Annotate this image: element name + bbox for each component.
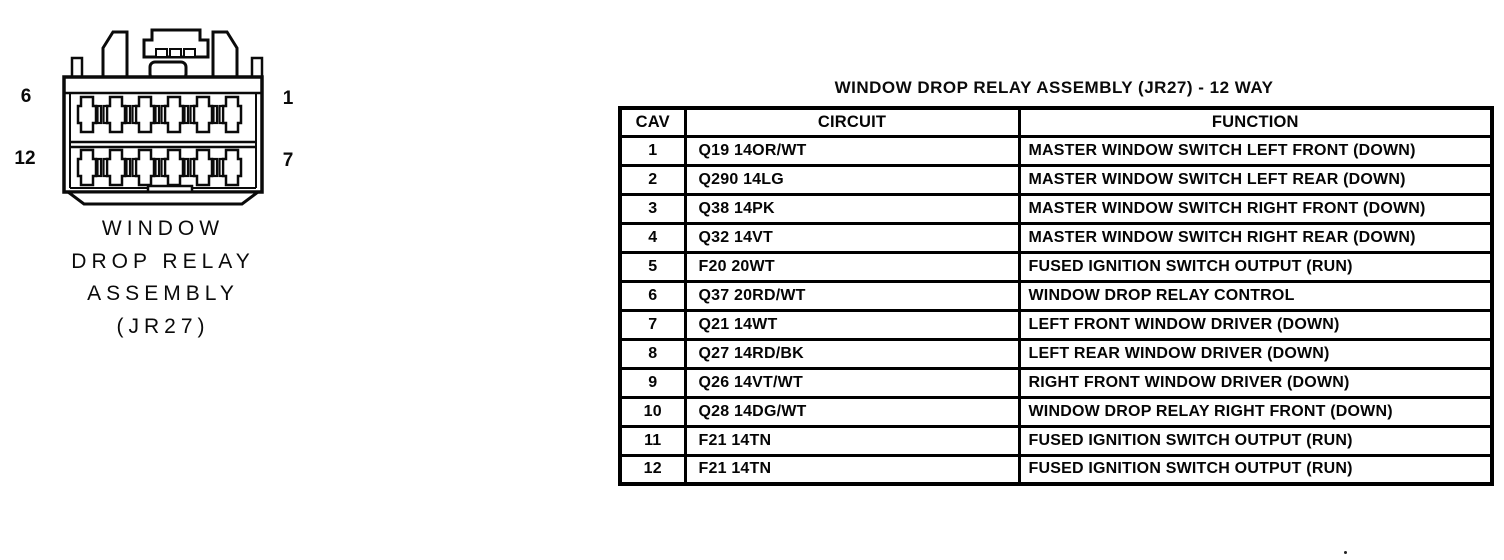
connector-caption-line: DROP RELAY xyxy=(71,249,255,273)
cav-cell: 2 xyxy=(618,163,687,196)
circuit-cell: F20 20WT xyxy=(683,250,1021,283)
cav-cell: 4 xyxy=(618,221,687,254)
circuit-cell: Q27 14RD/BK xyxy=(683,337,1021,370)
cav-cell: 1 xyxy=(618,134,687,167)
connector-caption-line: ASSEMBLY xyxy=(87,282,239,305)
circuit-cell: Q290 14LG xyxy=(683,163,1021,196)
cav-cell: 9 xyxy=(618,366,687,399)
col-header-cav: CAV xyxy=(618,106,687,138)
function-cell: MASTER WINDOW SWITCH RIGHT FRONT (DOWN) xyxy=(1017,192,1494,225)
function-cell: WINDOW DROP RELAY RIGHT FRONT (DOWN) xyxy=(1017,395,1494,428)
connector-drawing-icon xyxy=(62,28,264,206)
function-cell: LEFT FRONT WINDOW DRIVER (DOWN) xyxy=(1017,308,1494,341)
circuit-cell: Q32 14VT xyxy=(683,221,1021,254)
connector-caption: WINDOW DROP RELAY ASSEMBLY (JR27) xyxy=(48,213,278,343)
cav-cell: 10 xyxy=(618,395,687,428)
circuit-cell: Q37 20RD/WT xyxy=(683,279,1021,312)
pin-label-7: 7 xyxy=(282,150,294,171)
cav-cell: 6 xyxy=(618,279,687,312)
circuit-cell: Q38 14PK xyxy=(683,192,1021,225)
circuit-cell: Q21 14WT xyxy=(683,308,1021,341)
function-cell: WINDOW DROP RELAY CONTROL xyxy=(1017,279,1494,312)
function-cell: LEFT REAR WINDOW DRIVER (DOWN) xyxy=(1017,337,1494,370)
function-cell: FUSED IGNITION SWITCH OUTPUT (RUN) xyxy=(1017,424,1494,457)
table-title: WINDOW DROP RELAY ASSEMBLY (JR27) - 12 W… xyxy=(834,78,1274,97)
connector-base xyxy=(63,184,263,206)
function-cell: MASTER WINDOW SWITCH LEFT REAR (DOWN) xyxy=(1017,163,1494,196)
function-cell: RIGHT FRONT WINDOW DRIVER (DOWN) xyxy=(1017,366,1494,399)
circuit-cell: Q28 14DG/WT xyxy=(683,395,1021,428)
pin-label-6: 6 xyxy=(20,86,32,107)
cav-cell: 11 xyxy=(618,424,687,457)
function-cell: FUSED IGNITION SWITCH OUTPUT (RUN) xyxy=(1017,250,1494,283)
table-header-row: CAV CIRCUIT FUNCTION xyxy=(618,106,1494,138)
col-header-function: FUNCTION xyxy=(1017,106,1494,138)
circuit-cell: Q19 14OR/WT xyxy=(683,134,1021,167)
circuit-cell: F21 14TN xyxy=(683,453,1021,486)
connector-caption-line: WINDOW xyxy=(101,217,225,240)
connector-latch xyxy=(70,28,264,81)
cav-cell: 7 xyxy=(618,308,687,341)
pin-label-12: 12 xyxy=(14,148,36,169)
function-cell: MASTER WINDOW SWITCH LEFT FRONT (DOWN) xyxy=(1017,134,1494,167)
pin-label-1: 1 xyxy=(282,88,294,109)
function-cell: MASTER WINDOW SWITCH RIGHT REAR (DOWN) xyxy=(1017,221,1494,254)
cav-cell: 3 xyxy=(618,192,687,225)
circuit-cell: F21 14TN xyxy=(683,424,1021,457)
cav-cell: 12 xyxy=(618,453,687,486)
connector-caption-line: (JR27) xyxy=(116,314,210,338)
scan-speckle xyxy=(1344,551,1347,554)
function-cell: FUSED IGNITION SWITCH OUTPUT (RUN) xyxy=(1017,453,1494,486)
col-header-circuit: CIRCUIT xyxy=(683,106,1021,138)
cav-cell: 8 xyxy=(618,337,687,370)
circuit-cell: Q26 14VT/WT xyxy=(683,366,1021,399)
cav-cell: 5 xyxy=(618,250,687,283)
